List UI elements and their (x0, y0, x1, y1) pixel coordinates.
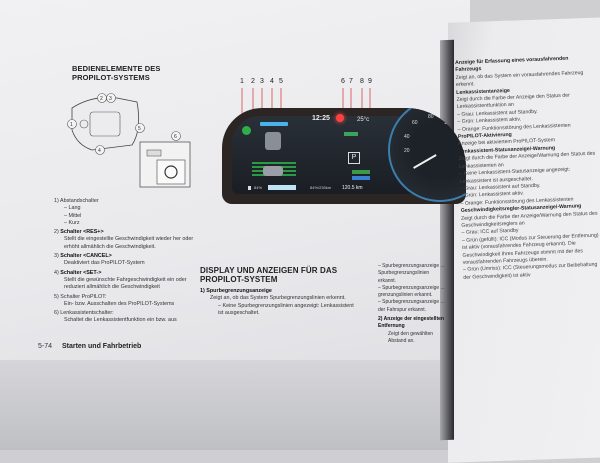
section-title-display: DISPLAY UND ANZEIGEN FÜR DAS PROPILOT-SY… (200, 266, 338, 284)
gear-indicator: P (348, 152, 360, 164)
svg-text:2: 2 (100, 96, 103, 102)
item-1: 1) Abstandschalter – Lang – Mittel – Kur… (54, 198, 99, 226)
right-page-text: Anzeige für Erfassung eines vorausfahren… (455, 55, 599, 281)
svg-text:4: 4 (98, 148, 101, 154)
propilot-bar-icon (260, 122, 288, 126)
item-3: 3) Schalter <CANCEL> Deaktiviert das Pro… (54, 253, 145, 267)
battery-bar (268, 185, 296, 190)
range-value: 84%/230km (310, 185, 332, 190)
vehicle-ahead-icon (265, 132, 281, 150)
eco-badge (352, 170, 370, 174)
page-edge (0, 360, 470, 450)
mode-badge (352, 176, 370, 180)
speed-needle-icon (413, 154, 437, 169)
battery-icon (248, 186, 251, 190)
svg-text:1: 1 (70, 122, 73, 128)
steering-wheel-switch-figure: 2 3 1 5 4 6 (67, 93, 191, 188)
item-5: 5) Schalter ProPILOT: Ein- bzw. Ausschal… (54, 293, 175, 307)
section-title-controls: BEDIENELEMENTE DES PROPILOT-SYSTEMS (72, 64, 161, 82)
svg-text:5: 5 (138, 126, 141, 132)
control-list: 1) Abstandschalter – Lang – Mittel – Kur… (54, 198, 204, 325)
item-4: 4) Schalter <SET-> Stellt die gewünschte… (54, 269, 187, 291)
display-item-1-continued: – Spurbegrenzungsanzeige ... Spurbegrenz… (378, 263, 445, 344)
display-item-1: 1) Spurbegrenzungsanzeige Zeigt an, ob d… (200, 288, 354, 316)
chapter-title: Starten und Fahrbetrieb (61, 343, 142, 350)
page-number: 5-74 (38, 343, 53, 350)
instrument-cluster-image: 20 40 60 80 100 12:25 25°c P 84% 84%/230… (222, 108, 466, 204)
svg-text:6: 6 (174, 134, 177, 140)
clock: 12:25 (312, 115, 330, 122)
distance-indicator-icon (344, 132, 358, 136)
battery-level: 84% (254, 185, 263, 190)
warning-light-icon (336, 114, 344, 122)
own-vehicle-icon (263, 166, 283, 176)
item-2: 2) Schalter <RES+> Stellt die eingestell… (54, 229, 194, 250)
svg-text:3: 3 (109, 96, 112, 102)
odometer-value: 120.5 km (342, 185, 363, 191)
item-6: 6) Lenkassistentschalter: Schaltet die L… (54, 310, 177, 324)
steering-assist-icon (242, 126, 251, 135)
page-footer: 5-74 Starten und Fahrbetrieb (38, 343, 141, 350)
outside-temp: 25°c (357, 117, 370, 123)
